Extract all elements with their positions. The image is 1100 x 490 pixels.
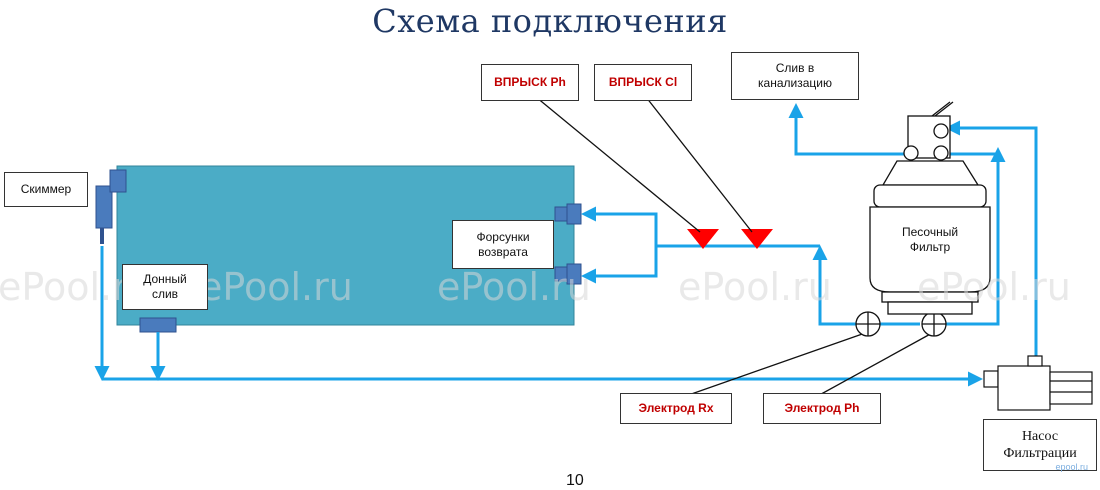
corner-watermark: epool.ru [1055, 462, 1088, 472]
skimmer-label: Скиммер [4, 172, 88, 207]
pipe-network [94, 103, 1038, 387]
sand-filter-label: Песочный Фильтр [901, 225, 959, 254]
electrode-rx-label: Электрод Rx [620, 393, 732, 424]
skimmer-unit [95, 169, 127, 244]
bottom-drain-fitting [139, 317, 177, 333]
watermark-text: ePool.ru [678, 265, 832, 309]
pump-label: Насос Фильтрации [983, 419, 1097, 471]
diagram-title: Схема подключения [372, 2, 728, 40]
injection-point-ph [687, 229, 719, 249]
return-nozzles-label: Форсунки возврата [452, 220, 554, 269]
inject-ph-label: ВПРЫСК Ph [481, 64, 579, 101]
electrode-ph-label: Электрод Ph [763, 393, 881, 424]
bottom-drain-label: Донный слив [122, 264, 208, 310]
drain-sewer-label: Слив в канализацию [731, 52, 859, 100]
watermark-text: ePool.ru [917, 265, 1071, 309]
page-number: 10 [566, 472, 584, 489]
sand-filter-tank [869, 101, 991, 315]
electrode-sensors [855, 311, 947, 337]
watermark-text: ePool.ru [199, 265, 353, 309]
injection-point-cl [741, 229, 773, 249]
inject-cl-label: ВПРЫСК Cl [594, 64, 692, 101]
leader-lines [535, 96, 935, 399]
watermark-text: ePool.ru [437, 265, 591, 309]
filtration-pump [983, 355, 1093, 411]
